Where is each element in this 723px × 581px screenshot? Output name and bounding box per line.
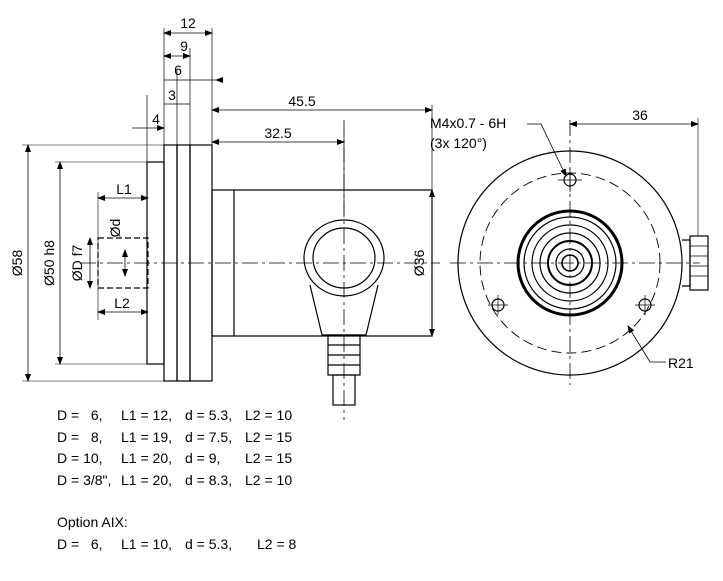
dim-dia50: Ø50 h8 — [41, 240, 57, 286]
dim-9: 9 — [180, 38, 188, 54]
dim-L1: L1 — [116, 181, 132, 197]
dim-4: 4 — [152, 111, 160, 127]
spec-table: D = 6,L1 = 12,d = 5.3,L2 = 10 D = 8,L1 =… — [57, 405, 315, 491]
option-row: D = 6,L1 = 10,d = 5.3,L2 = 8 — [57, 536, 297, 552]
side-view — [22, 28, 440, 420]
dim-diaD: ØD f7 — [69, 245, 85, 282]
spec-row: D = 10,L1 = 20,d = 9,L2 = 15 — [57, 450, 293, 466]
spec-row: D = 6,L1 = 12,d = 5.3,L2 = 10 — [57, 407, 293, 423]
dim-dia36: Ø36 — [411, 250, 427, 277]
dim-L2: L2 — [114, 295, 130, 311]
dim-r21: R21 — [668, 355, 694, 371]
front-view — [450, 118, 709, 385]
dim-12: 12 — [180, 15, 196, 31]
thread-note-angle: (3x 120°) — [430, 135, 487, 151]
dim-36: 36 — [632, 107, 648, 123]
option-title: Option AIX: — [57, 514, 128, 530]
spec-row: D = 8,L1 = 19,d = 7.5,L2 = 15 — [57, 428, 293, 445]
thread-note: M4x0.7 - 6H — [430, 115, 506, 131]
dim-dia58: Ø58 — [9, 250, 25, 277]
dim-45-5: 45.5 — [288, 93, 315, 109]
dim-6: 6 — [174, 62, 182, 78]
dim-3: 3 — [168, 87, 176, 103]
spec-row: D = 3/8",L1 = 20,d = 8.3,L2 = 10 — [57, 471, 293, 488]
dim-32-5: 32.5 — [264, 125, 291, 141]
dim-diad: Ød — [107, 219, 123, 238]
